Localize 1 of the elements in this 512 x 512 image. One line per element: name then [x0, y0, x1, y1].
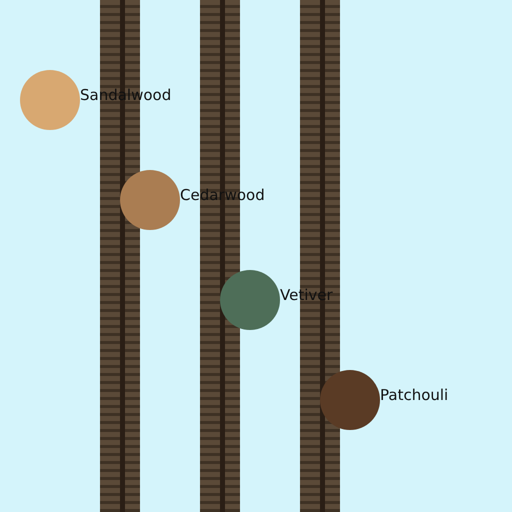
marker-label: Patchouli — [380, 386, 448, 404]
